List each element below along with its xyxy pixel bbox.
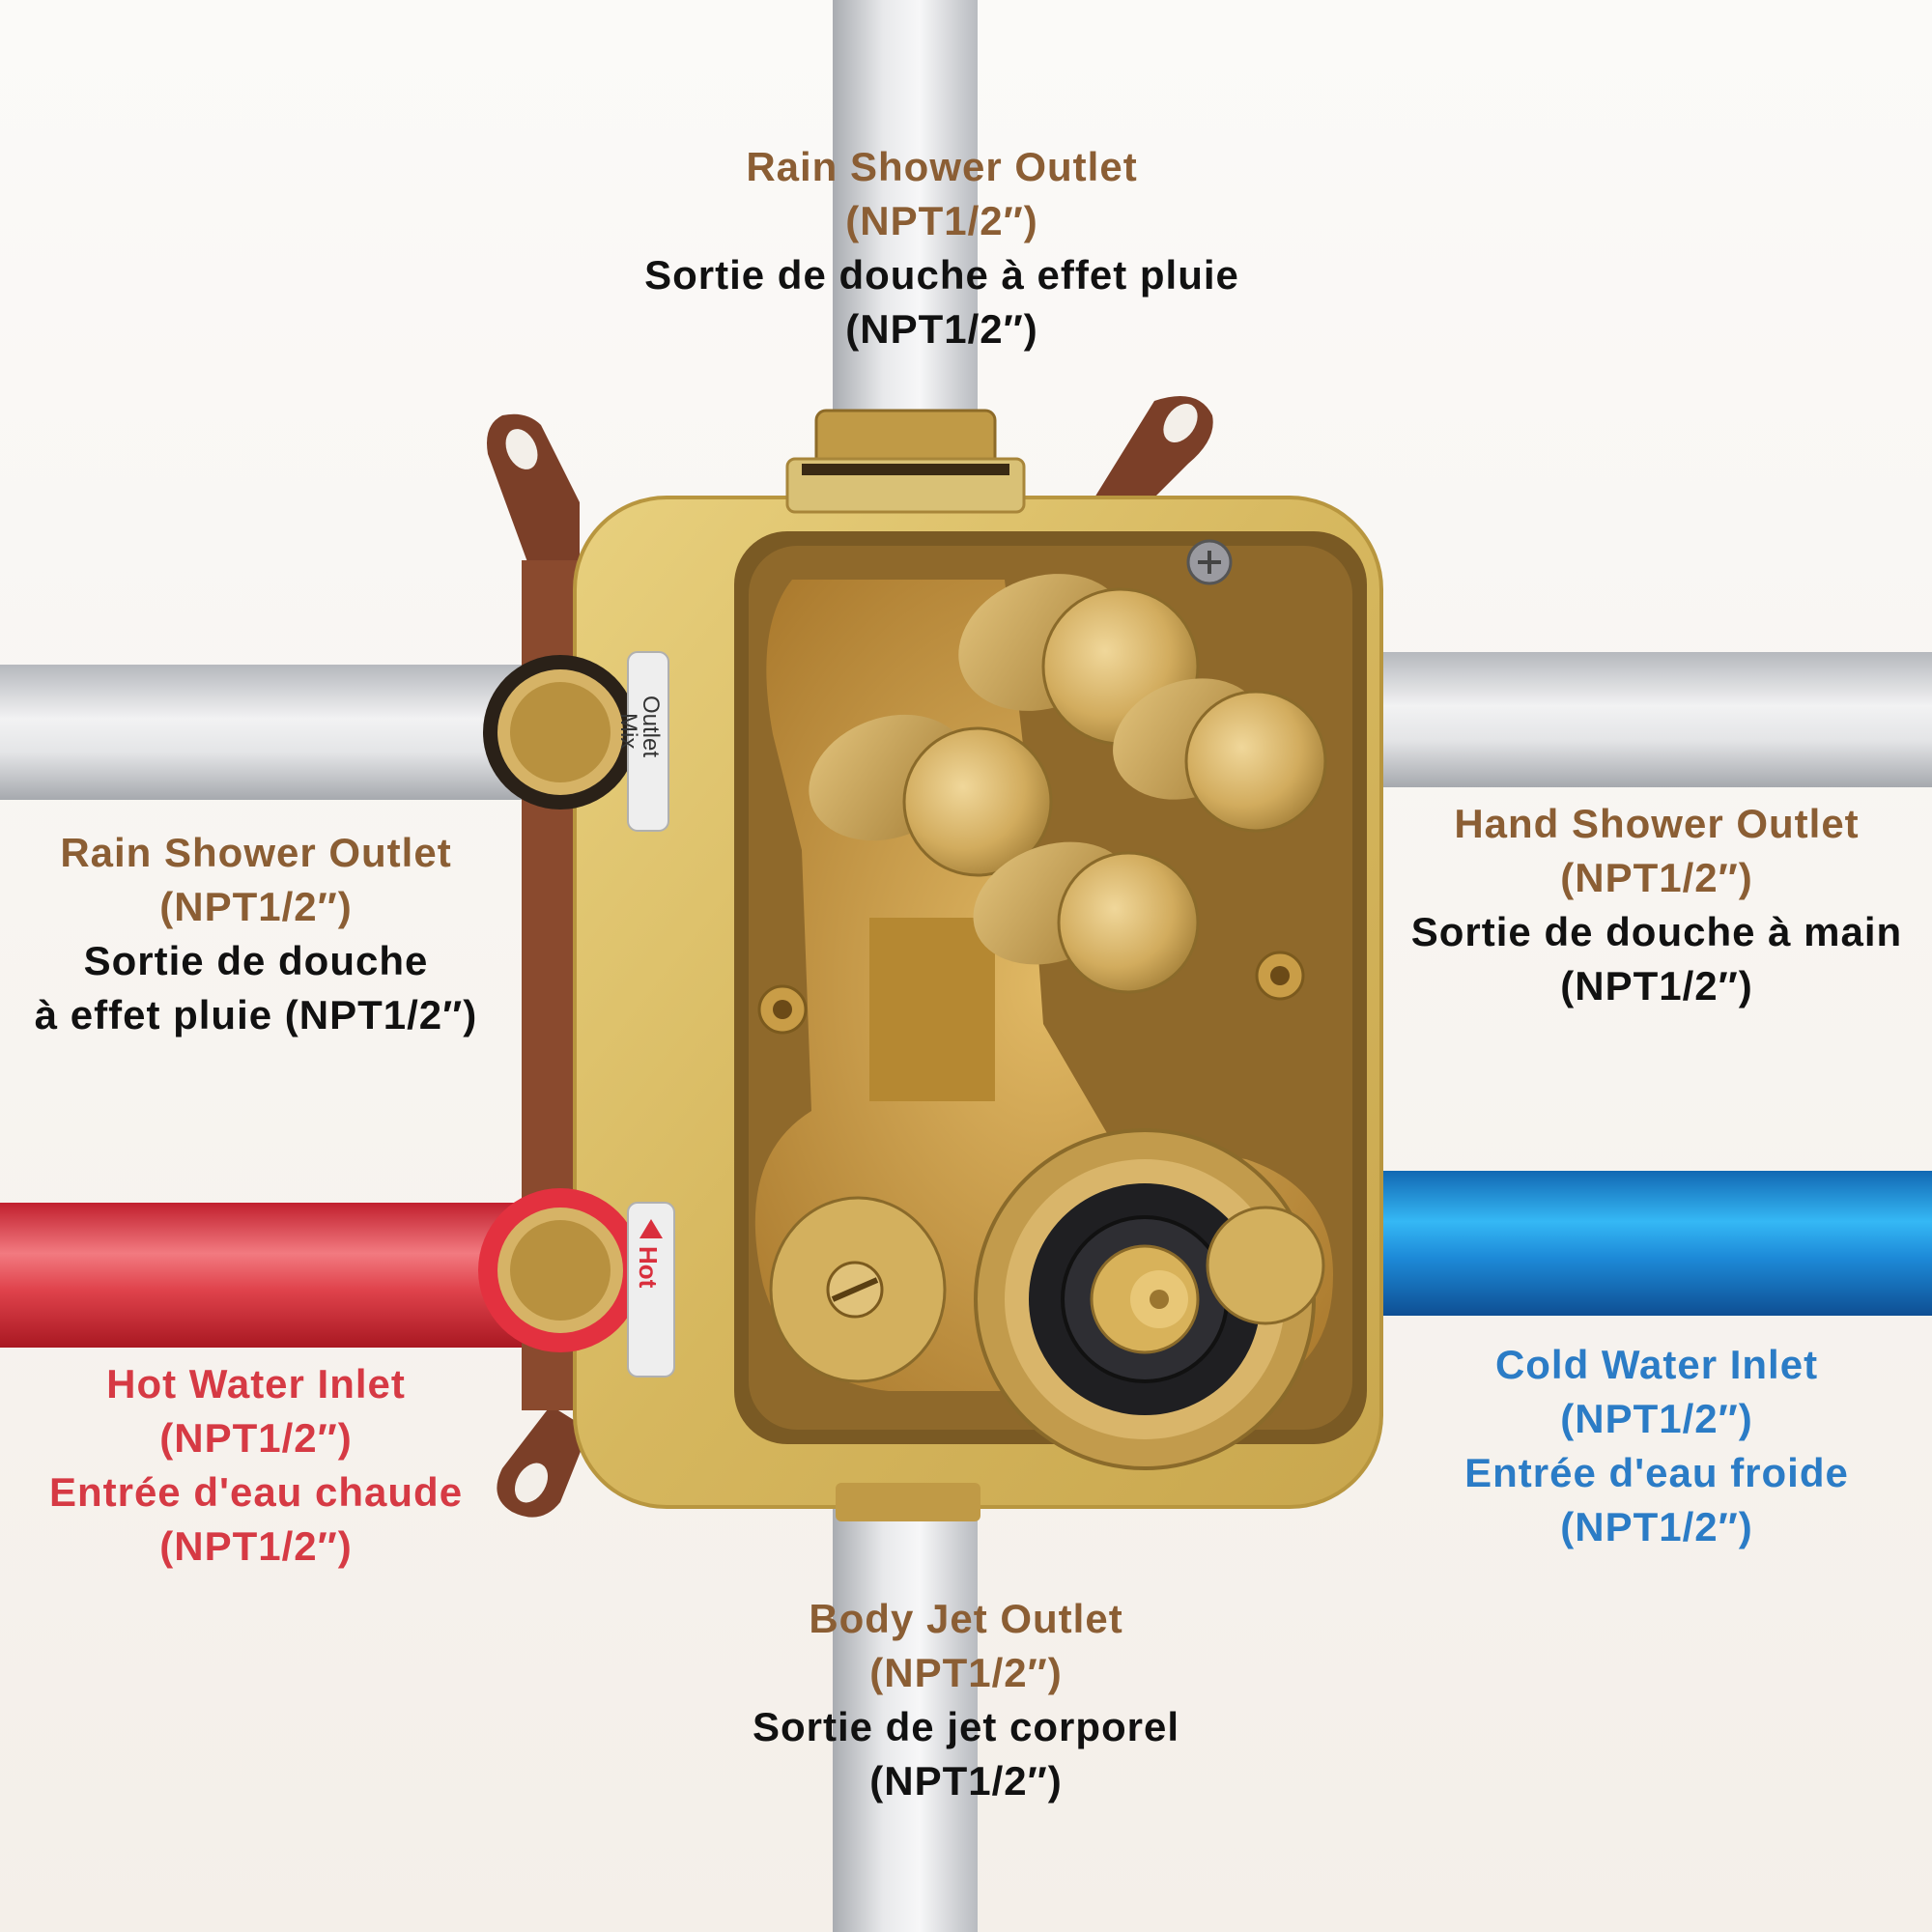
rain-left-fr: Sortie de douche [83,938,429,983]
hand-shower-outlet-label: Hand Shower Outlet (NPT1/2″) Sortie de d… [1381,797,1932,1013]
cold-fr-size: (NPT1/2″) [1560,1504,1753,1549]
body-fr-size: (NPT1/2″) [869,1758,1063,1804]
rain-left-title: Rain Shower Outlet [60,830,452,875]
rain-top-size: (NPT1/2″) [845,198,1038,243]
hot-tag [627,1202,675,1378]
hot-size: (NPT1/2″) [159,1415,353,1461]
right-outlet-pipe [1372,652,1932,787]
mix-tag-text: Mix [615,713,641,749]
hand-fr: Sortie de douche à main [1410,909,1903,954]
hot-fr-size: (NPT1/2″) [159,1523,353,1569]
hot-fr: Entrée d'eau chaude [48,1469,464,1515]
cold-water-pipe [1372,1171,1932,1316]
body-title: Body Jet Outlet [809,1596,1123,1641]
hand-fr-size: (NPT1/2″) [1560,963,1753,1009]
top-outlet-pipe [833,0,978,425]
cold-size: (NPT1/2″) [1560,1396,1753,1441]
body-size: (NPT1/2″) [869,1650,1063,1695]
thermostatic-cartridge [974,1128,1316,1470]
body-jet-outlet-label: Body Jet Outlet (NPT1/2″) Sortie de jet … [696,1592,1236,1808]
outlet-mix-tag [627,651,669,832]
hot-tag-text: Hot [634,1246,663,1289]
hot-water-inlet-label: Hot Water Inlet (NPT1/2″) Entrée d'eau c… [14,1357,497,1574]
cold-water-inlet-label: Cold Water Inlet (NPT1/2″) Entrée d'eau … [1401,1338,1913,1554]
rain-shower-outlet-top-label: Rain Shower Outlet (NPT1/2″) Sortie de d… [565,140,1319,356]
hand-title: Hand Shower Outlet [1454,801,1860,846]
rain-top-title: Rain Shower Outlet [746,144,1138,189]
diverter-knobs [809,574,1327,994]
mounting-pins [757,539,1305,1035]
flow-adjuster [769,1196,947,1383]
rain-shower-outlet-left-label: Rain Shower Outlet (NPT1/2″) Sortie de d… [14,826,497,1042]
cold-fr: Entrée d'eau froide [1464,1450,1849,1495]
rain-left-fr-size: à effet pluie (NPT1/2″) [34,992,478,1037]
bottom-outlet-pipe [833,1492,978,1932]
rain-top-fr-size: (NPT1/2″) [845,306,1038,352]
body-fr: Sortie de jet corporel [752,1704,1180,1749]
hand-size: (NPT1/2″) [1560,855,1753,900]
hot-title: Hot Water Inlet [106,1361,406,1406]
outlet-tag-text: Outlet [638,696,664,757]
cold-title: Cold Water Inlet [1494,1342,1819,1387]
rain-left-size: (NPT1/2″) [159,884,353,929]
rain-top-fr: Sortie de douche à effet pluie [644,252,1239,298]
